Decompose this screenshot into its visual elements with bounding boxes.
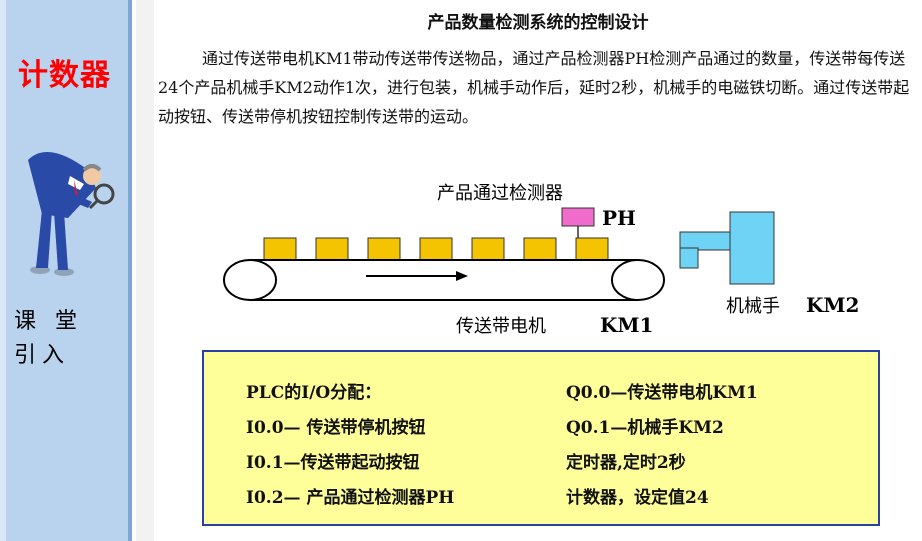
io-left-1: I0.0— 传送带停机按钮 — [246, 418, 426, 438]
io-assignment-box: PLC的I/O分配： I0.0— 传送带停机按钮 I0.1—传送带起动按钮 I0… — [202, 350, 880, 526]
product-box — [523, 237, 557, 261]
direction-arrow-head — [456, 271, 468, 281]
robot-label: 机械手 — [726, 296, 780, 317]
right-roller — [611, 259, 665, 301]
sidebar-subtitle: 课 堂 引入 — [14, 305, 83, 373]
io-left-0: PLC的I/O分配： — [246, 383, 382, 403]
product-box — [263, 237, 297, 261]
conveyor-label: 传送带电机 — [456, 316, 546, 337]
product-box — [315, 237, 349, 261]
io-right-2: 定时器,定时2秒 — [566, 453, 686, 473]
sidebar-edge — [0, 0, 6, 541]
km1-label: KM1 — [600, 313, 653, 337]
io-right-1: Q0.1—机械手KM2 — [566, 418, 724, 438]
io-left-2: I0.1—传送带起动按钮 — [246, 453, 420, 473]
robot-arm-horizontal — [679, 231, 733, 251]
conveyor-diagram: 产品通过检测器 PH 传送带电机 KM1 机械手 KM2 — [223, 183, 859, 337]
km2-label: KM2 — [806, 293, 859, 317]
ph-label: PH — [602, 206, 636, 230]
robot-body — [729, 211, 775, 285]
io-right-3: 计数器，设定值24 — [566, 488, 709, 508]
sidebar: 计数器 课 堂 引入 — [0, 0, 132, 541]
detector-label: 产品通过检测器 — [437, 183, 563, 204]
robot-arm-gripper — [679, 247, 699, 269]
sidebar-title: 计数器 — [18, 58, 111, 93]
product-box — [575, 237, 609, 261]
sidebar-subtitle-line2: 引入 — [14, 343, 71, 368]
sidebar-subtitle-line1: 课 堂 — [14, 309, 83, 334]
io-right-0: Q0.0—传送带电机KM1 — [566, 383, 758, 403]
product-box — [367, 237, 401, 261]
product-box — [471, 237, 505, 261]
io-left-3: I0.2— 产品通过检测器PH — [246, 488, 455, 508]
inspector-figure-image — [28, 152, 115, 276]
left-roller — [223, 259, 277, 301]
sidebar-separator — [136, 0, 154, 541]
description-paragraph: 通过传送带电机KM1带动传送带传送物品，通过产品检测器PH检测产品通过的数量，传… — [158, 49, 910, 126]
sensor-ph-box — [561, 207, 595, 227]
products-group — [263, 237, 609, 261]
product-box — [419, 237, 453, 261]
main-content: 产品数量检测系统的控制设计 通过传送带电机KM1带动传送带传送物品，通过产品检测… — [154, 0, 922, 541]
page-title: 产品数量检测系统的控制设计 — [427, 13, 649, 33]
